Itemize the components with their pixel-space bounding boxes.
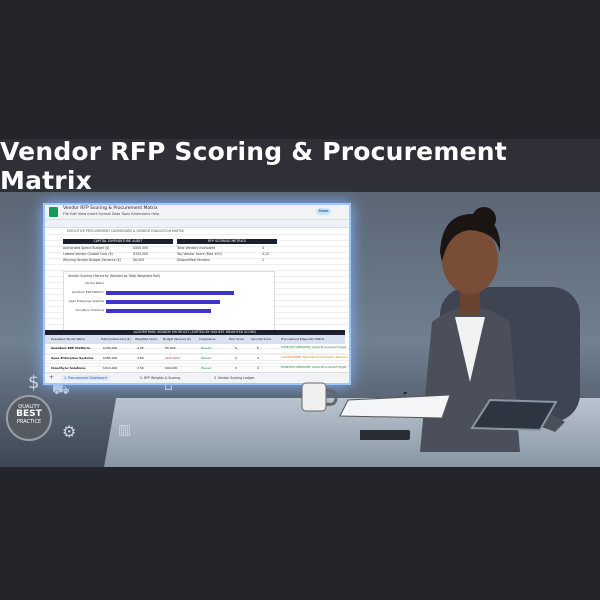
laptop-edge xyxy=(360,430,410,440)
table-row[interactable]: Apex Enterprise Systems $385,000 3.80 ($25,… xyxy=(45,354,348,364)
column-header: Procurement Diagnostic Matrix xyxy=(281,337,325,341)
table-cell-diagnostic: CLOSE RUNNER: Negotiate SLA Exception Re… xyxy=(281,356,348,359)
table-cell-score: 3.50 xyxy=(137,366,144,370)
sheets-header: Vendor RFP Scoring & Procurement Matrix … xyxy=(45,205,349,220)
table-cell-compliance: Passed xyxy=(201,366,212,370)
column-header: Tech Score xyxy=(229,337,244,341)
menu-insert[interactable]: Insert xyxy=(87,212,98,216)
menu-tools[interactable]: Tools xyxy=(121,212,131,216)
menu-format[interactable]: Format xyxy=(98,212,111,216)
table-cell-diagnostic: SHORTLIST APPROVED: Viable Procurement T… xyxy=(281,346,347,349)
share-button[interactable]: Share xyxy=(316,208,331,215)
sheet-tabs-bar: + 1. Procurement Dashboard 2. RFP Weight… xyxy=(45,372,349,383)
menu-edit[interactable]: Edit xyxy=(69,212,77,216)
table-cell-cost: $345,000 xyxy=(103,346,118,350)
vendor-score-chart[interactable]: Vendor Scoring Hierarchy (Ranked by Tota… xyxy=(63,271,275,337)
table-cell-compliance: Passed xyxy=(201,356,212,360)
capex-row: Winning Vendor Budget Variance ($)$6,000 xyxy=(63,258,145,262)
table-cell-vendor: Quantum ERP Platform xyxy=(51,346,90,350)
notebook xyxy=(339,392,451,419)
column-header: Total Quoted Cost ($) xyxy=(101,337,131,341)
neck xyxy=(460,287,480,315)
chart-bar xyxy=(106,290,234,295)
table-cell-tech: 5 xyxy=(235,346,237,350)
tab-vendor-ledger[interactable]: 3. Vendor Scoring Ledger xyxy=(214,376,255,380)
table-banner: ALGORITHMIC VENDOR SHORTLIST (SORTED BY … xyxy=(45,330,345,335)
table-cell-vendor: CloudSync Solutions xyxy=(51,366,86,370)
column-header: Security Score xyxy=(251,337,272,341)
capex-row: Lowest Vendor Quoted Cost ($)$345,000 xyxy=(63,252,149,256)
badge-bottom-text: PRACTICE xyxy=(16,419,42,425)
table-cell-score: 3.80 xyxy=(137,356,144,360)
menu-data[interactable]: Data xyxy=(111,212,121,216)
tab-rfp-weights[interactable]: 2. RFP Weights & Scoring xyxy=(140,376,181,380)
chart-bar xyxy=(106,308,211,313)
column-header: Compliance xyxy=(199,337,216,341)
truck-icon: ⛟ xyxy=(52,382,70,398)
table-row[interactable]: Quantum ERP Platform $345,000 4.25 $5,000 Pa… xyxy=(45,344,347,354)
formatting-toolbar[interactable] xyxy=(45,220,349,228)
dollar-sign-icon: $ xyxy=(28,372,40,393)
gear-dollar-icon: ⚙ xyxy=(62,422,77,441)
rfp-banner: RFP SCORING METRICS xyxy=(177,239,277,244)
shirt xyxy=(455,317,485,382)
menu-file[interactable]: File xyxy=(63,212,69,216)
table-cell-variance: $90,000 xyxy=(165,366,178,370)
table-header-row: Evaluated Vendor Name Total Quoted Cost … xyxy=(45,335,345,344)
chart-category-label: CloudSync Solutions xyxy=(75,308,104,312)
tab-procurement-dashboard[interactable]: 1. Procurement Dashboard xyxy=(61,375,110,381)
column-header: Weighted Score xyxy=(135,337,157,341)
capex-row: Authorized Spend Budget ($)$500,000 xyxy=(63,246,149,250)
warehouse-icon: ⌂ xyxy=(164,378,173,394)
table-cell-security: 5 xyxy=(257,346,259,350)
document-name[interactable]: Vendor RFP Scoring & Procurement Matrix xyxy=(63,206,158,211)
column-header: Budget Variance ($) xyxy=(163,337,191,341)
tablet-icon xyxy=(470,398,558,432)
coffee-mug-icon xyxy=(301,382,338,412)
menu-bar: File Edit View Insert Format Data Tools … xyxy=(63,212,159,216)
table-cell-diagnostic: SHORTLIST APPROVED: Viable Procurement T… xyxy=(281,366,347,369)
menu-help[interactable]: Help xyxy=(151,212,160,216)
add-sheet-icon[interactable]: + xyxy=(49,374,55,381)
table-cell-tech: 4 xyxy=(235,356,237,360)
chart-category-label: Vendor Name xyxy=(85,281,104,285)
spreadsheet-window[interactable]: Vendor RFP Scoring & Procurement Matrix … xyxy=(43,203,351,385)
pen xyxy=(403,392,408,395)
menu-extensions[interactable]: Extensions xyxy=(131,212,151,216)
hair-bun xyxy=(472,207,496,231)
rfp-row: Top Vendor Score (Max 100)4.15 xyxy=(177,252,270,256)
title-band: Vendor RFP Scoring & Procurement Matrix xyxy=(0,137,600,195)
table-cell-variance: $5,000 xyxy=(165,346,176,350)
sheets-logo-icon xyxy=(49,207,58,217)
quality-badge: QUALITY BEST PRACTICE xyxy=(6,395,52,441)
table-cell-security: 4 xyxy=(257,356,259,360)
vendor-shortlist-table: ALGORITHMIC VENDOR SHORTLIST (SORTED BY … xyxy=(45,330,348,374)
table-cell-compliance: Passed xyxy=(201,346,212,350)
table-cell-score: 4.25 xyxy=(137,346,144,350)
barcode-icon: ▥ xyxy=(118,422,132,438)
badge-top-text: QUALITY xyxy=(18,404,40,410)
table-cell-variance: ($25,000) xyxy=(165,356,180,360)
chart-bar xyxy=(106,299,220,304)
capex-banner: CAPITAL EXPENDITURE AUDIT xyxy=(63,239,173,244)
menu-view[interactable]: View xyxy=(77,212,87,216)
table-cell-cost: $310,000 xyxy=(103,366,118,370)
table-cell-security: 4 xyxy=(257,366,259,370)
table-cell-cost: $385,000 xyxy=(103,356,118,360)
page-title: Vendor RFP Scoring & Procurement Matrix xyxy=(0,137,507,195)
table-cell-vendor: Apex Enterprise Systems xyxy=(51,356,94,360)
table-cell-tech: 3 xyxy=(235,366,237,370)
chart-category-label: Quantum ERP Platform xyxy=(71,290,104,294)
badge-middle-text: BEST xyxy=(16,409,42,419)
cell-grid[interactable]: CAPITAL EXPENDITURE AUDIT RFP SCORING ME… xyxy=(45,233,349,373)
chart-title: Vendor Scoring Hierarchy (Ranked by Tota… xyxy=(68,274,161,278)
face xyxy=(442,226,498,294)
column-header: Evaluated Vendor Name xyxy=(51,337,85,341)
chart-category-label: Apex Enterprise Systems xyxy=(68,299,104,303)
